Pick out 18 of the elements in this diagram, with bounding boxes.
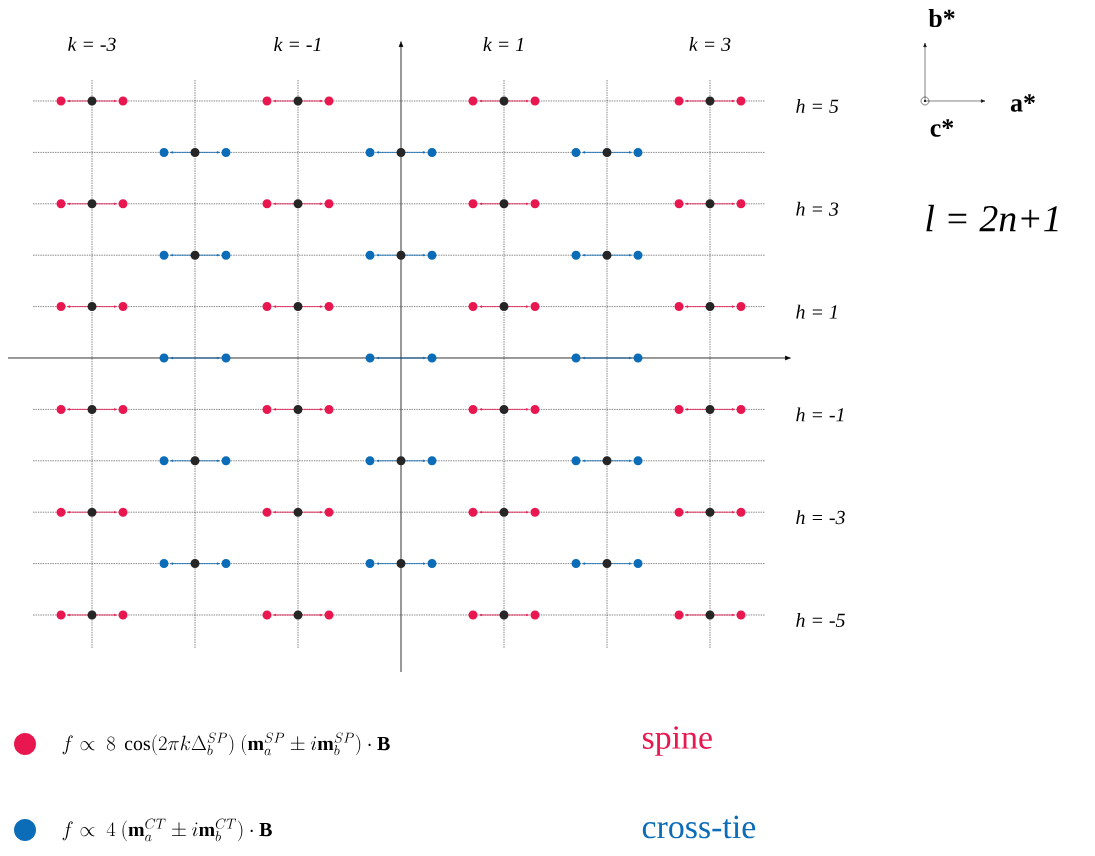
vector-label: a* xyxy=(1010,94,1035,112)
legend-label: spine xyxy=(642,726,712,756)
axis-label: k = -1 xyxy=(274,37,321,51)
formula: $f \propto\ 8\ \cos(2\pi k\Delta_b^{SP})\ (\mathbf{m}_a^{SP} \pm i\mathbf{m}_b^{SP})\cdot\mathbf{B}$ xyxy=(62,732,390,756)
axis-label: h = 5 xyxy=(796,99,839,113)
axis-label: h = -3 xyxy=(796,510,845,525)
vector-label: c* xyxy=(930,119,954,137)
axis-label: k = 3 xyxy=(689,37,731,51)
condition-label: l = 2n+1 xyxy=(926,204,1058,232)
formula: $f \propto\ 4\ (\mathbf{m}_a^{CT} \pm i\mathbf{m}_b^{CT})\cdot\mathbf{B}$ xyxy=(62,818,272,842)
axis-label: h = -1 xyxy=(796,407,844,422)
legend-label: cross-tie xyxy=(642,815,756,839)
axis-label: h = 3 xyxy=(796,201,839,216)
axis-label: h = 1 xyxy=(796,304,837,319)
axis-label: h = -5 xyxy=(796,613,845,627)
vector-label: b* xyxy=(928,8,955,28)
axis-label: k = 1 xyxy=(483,37,523,51)
axis-label: k = -3 xyxy=(68,37,116,51)
